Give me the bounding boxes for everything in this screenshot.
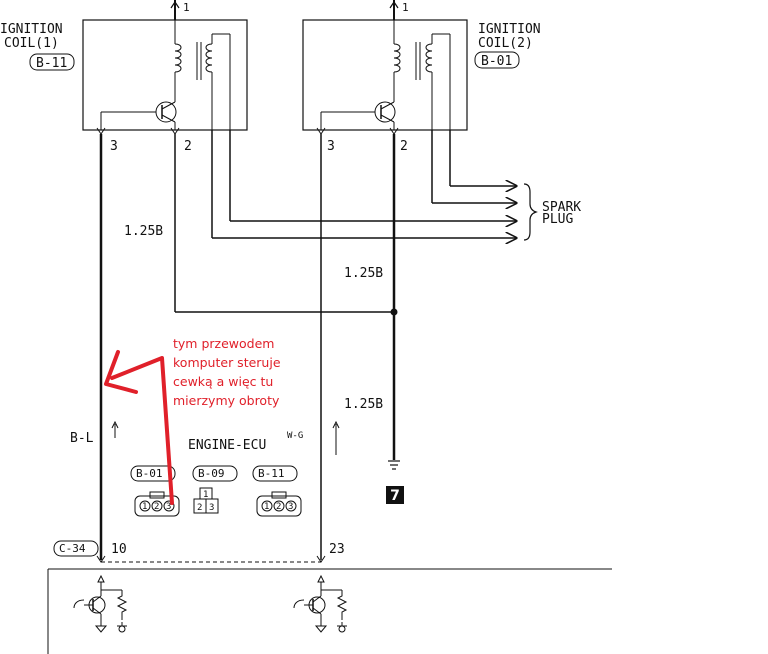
- connector-pin: 1: [203, 490, 208, 500]
- wire-label-1: 1.25B: [124, 224, 163, 239]
- ecu-title: ENGINE-ECU: [188, 438, 266, 453]
- annotation-line-2: komputer steruje: [173, 355, 281, 370]
- coil2-connector-label: B-01: [481, 54, 512, 69]
- connector-label: B-09: [198, 467, 225, 480]
- ecu-connector-label: C-34: [59, 542, 86, 555]
- spark-plug-line2: PLUG: [542, 212, 573, 227]
- wires: [99, 130, 538, 560]
- connector-pin: 1: [142, 502, 147, 512]
- ecu-pin-right: 23: [329, 542, 345, 557]
- annotation-line-4: mierzymy obroty: [173, 393, 280, 408]
- connector-pin: 2: [197, 503, 202, 513]
- connector-pin: 3: [166, 502, 171, 512]
- spark-plug-line1: SPARK: [542, 200, 581, 215]
- ignition-coil-2: IGNITION COIL(2) B-01 1 3 2: [302, 0, 541, 154]
- ground-number: 7: [390, 488, 400, 504]
- ignition-coil-1: IGNITION COIL(1) B-11 1 3 2: [0, 0, 248, 154]
- engine-ecu-box: C-34 10 23: [47, 540, 612, 654]
- annotation-line-1: tym przewodem: [173, 336, 274, 351]
- coil1-connector-label: B-11: [36, 56, 67, 71]
- red-annotation: tym przewodem komputer steruje cewką a w…: [104, 336, 281, 505]
- annotation-line-3: cewką a więc tu: [173, 374, 273, 389]
- connector-b11: B-11 1 2 3: [252, 465, 302, 517]
- wire-label-3: 1.25B: [344, 397, 383, 412]
- coil2-pin-left: 3: [327, 139, 335, 154]
- coil2-pin-right: 2: [400, 139, 408, 154]
- connector-label: B-11: [258, 467, 285, 480]
- coil2-title-line1: IGNITION: [478, 22, 541, 37]
- coil1-title-line2: COIL(1): [4, 36, 59, 51]
- coil1-pin-right: 2: [184, 139, 192, 154]
- connector-pin: 3: [288, 502, 293, 512]
- wire-label-bl: B-L: [70, 431, 94, 446]
- coil2-pin-top: 1: [402, 1, 409, 14]
- ground-symbol: 7: [386, 460, 404, 504]
- coil1-title-line1: IGNITION: [0, 22, 63, 37]
- connector-b01: B-01 1 2 3: [130, 465, 180, 517]
- coil2-title-line2: COIL(2): [478, 36, 533, 51]
- connector-pin: 1: [264, 502, 269, 512]
- coil1-pin-top: 1: [183, 1, 190, 14]
- wire-label-wg: W-G: [287, 431, 303, 441]
- coil1-pin-left: 3: [110, 139, 118, 154]
- connector-label: B-01: [136, 467, 163, 480]
- connector-pin: 2: [154, 502, 159, 512]
- connector-pin: 2: [276, 502, 281, 512]
- wire-label-2: 1.25B: [344, 266, 383, 281]
- connector-pin: 3: [209, 503, 214, 513]
- connector-b09: B-09 1 2 3: [192, 465, 238, 514]
- ecu-pin-left: 10: [111, 542, 127, 557]
